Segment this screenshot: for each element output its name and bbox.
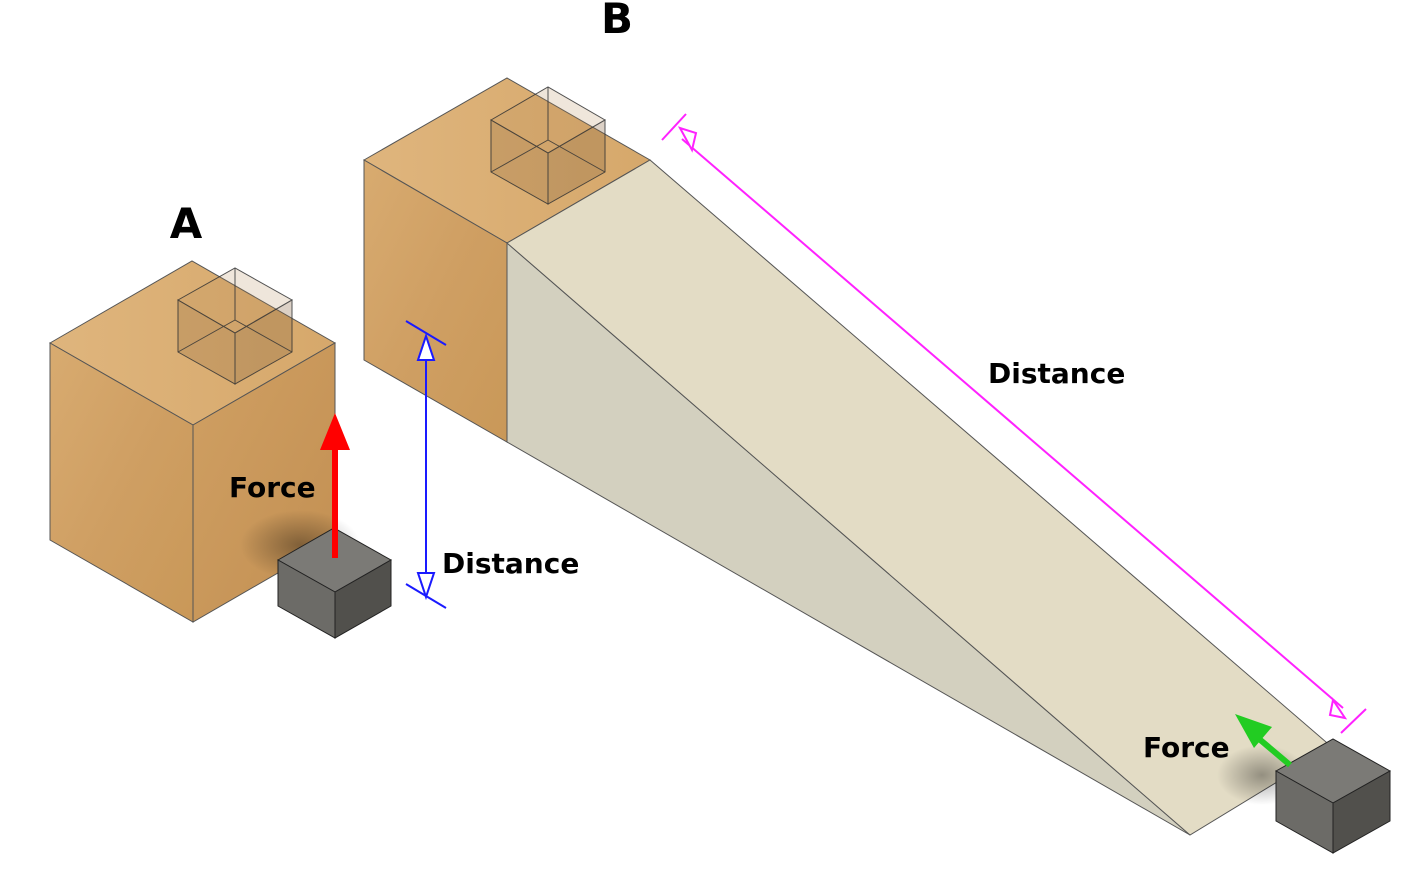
label-distance-b: Distance (988, 357, 1125, 390)
force-arrow-a-icon (320, 413, 350, 558)
distance-dimension-b (661, 113, 1367, 734)
label-distance-a: Distance (442, 547, 579, 580)
weight-b (1274, 738, 1392, 854)
ghost-box-b (490, 86, 606, 205)
label-scenario-a: A (170, 199, 203, 248)
label-force-b: Force (1143, 731, 1230, 764)
label-scenario-b: B (601, 0, 633, 43)
force-arrow-b-icon (1235, 714, 1292, 768)
weight-a (276, 527, 393, 639)
block-b (362, 77, 652, 443)
label-force-a: Force (229, 471, 316, 504)
ghost-box-a (176, 267, 294, 385)
distance-dimension-a (405, 320, 447, 609)
